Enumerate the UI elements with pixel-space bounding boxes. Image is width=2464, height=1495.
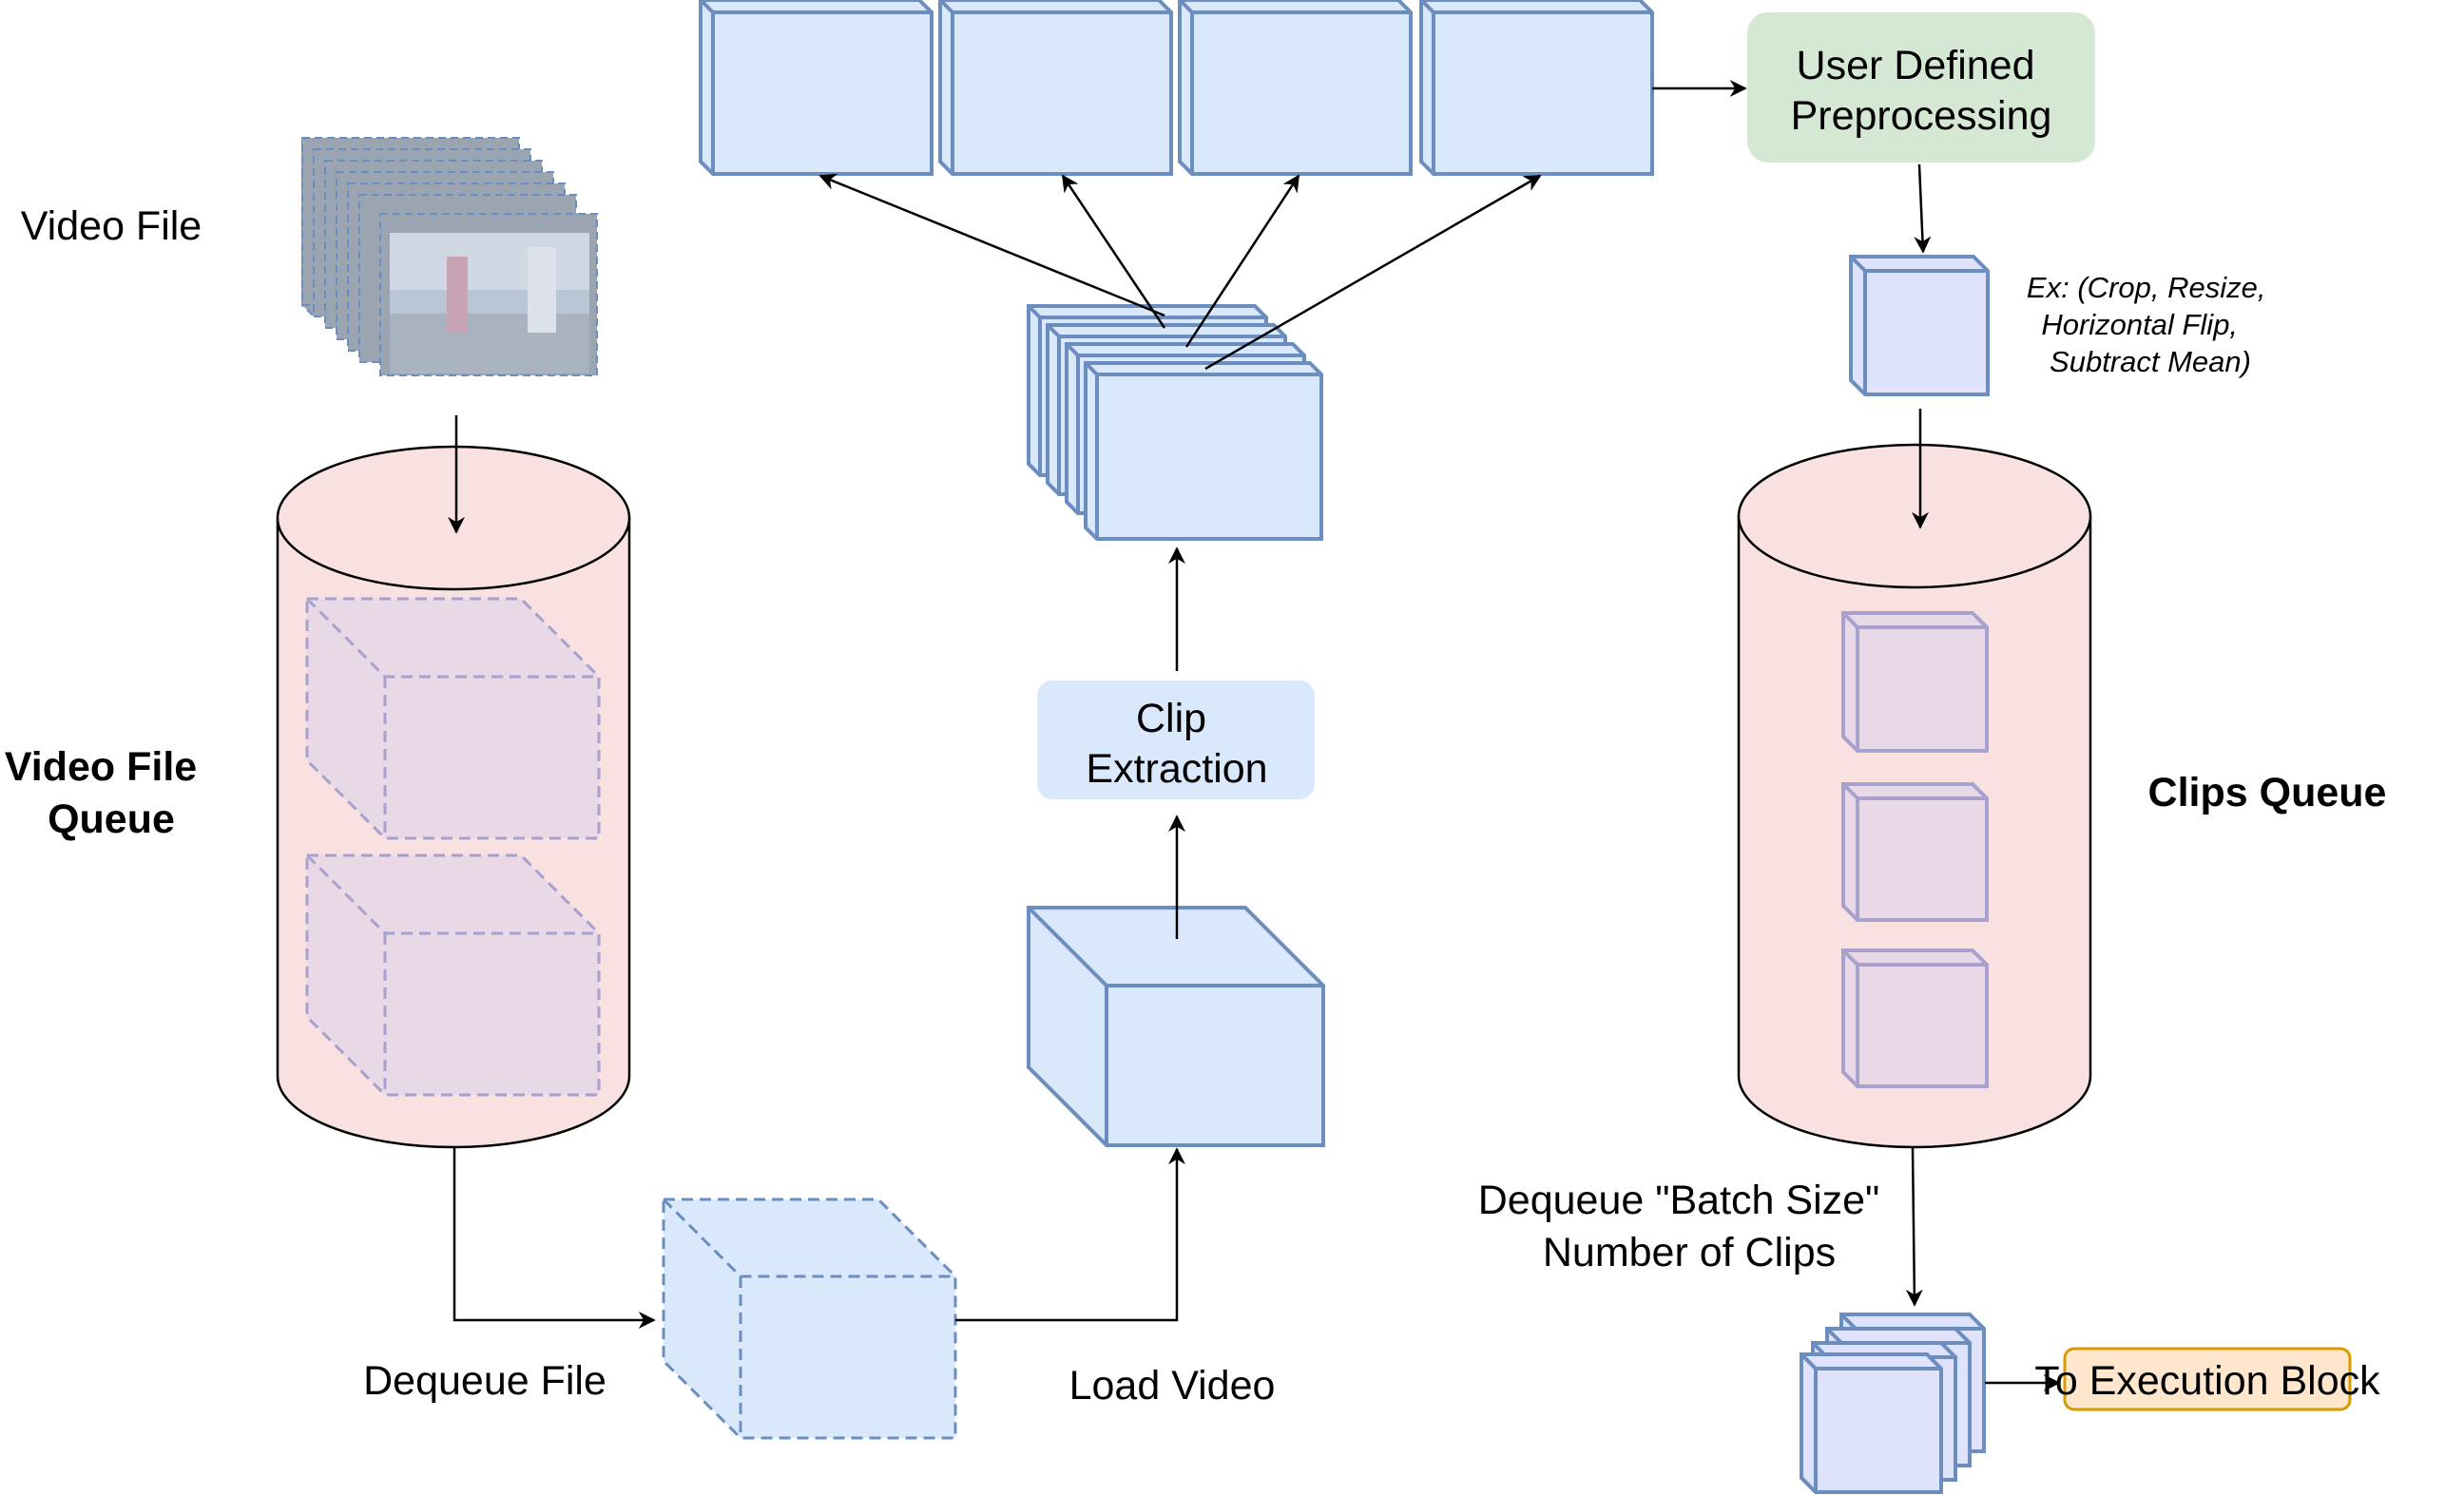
queued-clip-cube-3 [1841, 949, 1989, 1088]
to-execution-block-box [2063, 1347, 2352, 1411]
queued-video-cube-2 [305, 853, 601, 1097]
queued-video-cube-1 [305, 597, 601, 840]
clip-frame-4 [1419, 0, 1654, 176]
dequeued-file-cube [662, 1198, 957, 1440]
clip-extraction-label: Clip Extraction [1086, 696, 1267, 792]
arrow-dequeued-file-to-loaded-video [955, 1147, 1185, 1322]
batch-clips-stack [1800, 1313, 1986, 1494]
dequeue-batch-label: Dequeue "Batch Size" Number of Clips [1478, 1178, 1892, 1275]
clips-queue-label: Clips Queue [2148, 770, 2387, 815]
preprocessing-example-note: Ex: (Crop, Resize, Horizontal Flip, Subt… [2027, 271, 2274, 378]
clip-extraction-box [1037, 680, 1315, 799]
dequeue-file-label: Dequeue File [363, 1358, 606, 1404]
arrow-clips-to-frame-2 [1061, 174, 1166, 329]
preprocessed-clip-cube [1849, 255, 1990, 396]
arrow-clips-to-frame-1 [818, 173, 1165, 317]
arrow-clips-to-frame-3 [1184, 174, 1300, 348]
arrow-clips-to-frame-4 [1204, 174, 1542, 371]
clip-frame-3 [1178, 0, 1413, 176]
clip-frame-1 [699, 0, 934, 176]
user-defined-preprocessing-box [1747, 12, 2095, 163]
queued-clip-cube-1 [1841, 611, 1989, 753]
arrow-clips-queue-to-batch [1905, 1146, 1923, 1307]
video-file-queue-label: Video File Queue [5, 744, 208, 842]
extracted-clips-stack [1027, 304, 1323, 541]
loaded-video-cube [1027, 906, 1325, 1147]
clip-frame-2 [938, 0, 1173, 176]
arrow-queue-to-dequeued-file [452, 1147, 656, 1329]
arrow-preprocessing-to-clip [1914, 163, 1932, 254]
connectors [448, 80, 2061, 1391]
user-defined-preprocessing-label: User Defined Preprocessing [1791, 43, 2052, 139]
load-video-label: Load Video [1069, 1363, 1276, 1409]
queued-clip-cube-2 [1841, 782, 1989, 922]
video-file-label: Video File [21, 203, 202, 249]
to-execution-block-label: To Execution Block [2034, 1358, 2380, 1404]
video-file-icon [301, 135, 598, 376]
